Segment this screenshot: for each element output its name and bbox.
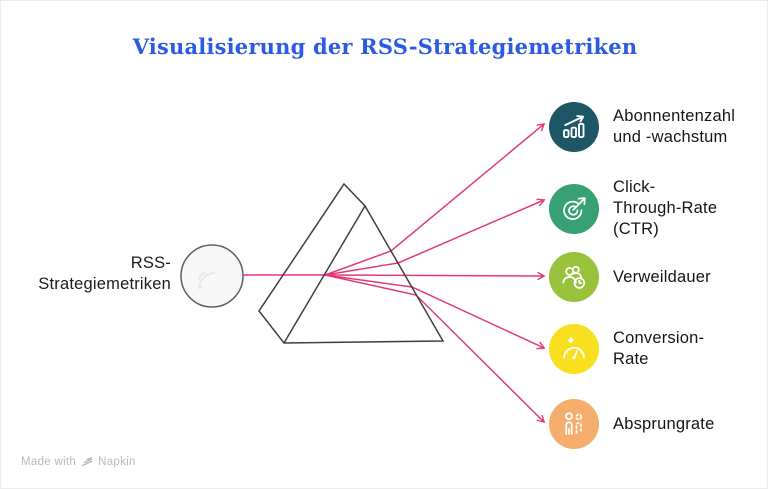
page-title: Visualisierung der RSS-Strategiemetriken — [132, 34, 638, 59]
napkin-logo-icon — [81, 456, 93, 467]
metric-label-line: Conversion- — [613, 329, 705, 347]
metric-label: Conversion- Rate — [613, 328, 704, 370]
ctr-circle — [549, 183, 599, 234]
subscribers-circle — [549, 102, 599, 152]
growth-chart-icon — [563, 115, 585, 138]
metric-label-line: Absprungrate — [613, 414, 715, 433]
metric-label-line: Click- — [613, 178, 656, 196]
made-with-text: Made with — [21, 456, 77, 468]
source-label-line: Strategiemetriken — [38, 275, 171, 293]
ray-to-conversion — [324, 274, 544, 348]
metric-item-subscribers: Abonnentenzahl und -wachstum — [549, 102, 735, 152]
source-label-line: RSS- — [130, 254, 171, 272]
metric-label-line: und -wachstum — [613, 128, 728, 146]
metric-label: Absprungrate — [613, 414, 714, 435]
metric-label: Click- Through-Rate (CTR) — [613, 177, 717, 240]
metric-item-ctr: Click- Through-Rate (CTR) — [549, 177, 717, 240]
metric-label-line: Through-Rate — [613, 199, 718, 217]
metric-item-bounce-rate: Absprungrate — [549, 399, 714, 449]
dwell-time-circle — [549, 252, 599, 302]
metric-label: Abonnentenzahl und -wachstum — [613, 106, 735, 148]
conversion-circle — [549, 324, 599, 374]
metric-label-line: Rate — [613, 350, 649, 368]
gauge-down-icon — [563, 336, 585, 360]
metric-label-line: Verweildauer — [613, 267, 711, 286]
click-target-icon — [563, 196, 586, 220]
metric-item-conversion: Conversion- Rate — [549, 324, 704, 374]
prism-outline — [258, 182, 445, 344]
metric-label-line: (CTR) — [613, 220, 659, 238]
prism-front-edge — [283, 205, 366, 344]
brand-text: Napkin — [98, 456, 136, 468]
prism-shape — [258, 182, 445, 344]
metric-item-dwell-time: Verweildauer — [549, 252, 711, 302]
users-clock-icon — [562, 265, 586, 289]
source-node-label: RSS- Strategiemetriken — [3, 253, 171, 295]
made-with-napkin-watermark: Made with Napkin — [21, 456, 136, 468]
person-leaving-icon — [565, 412, 583, 435]
metric-label: Verweildauer — [613, 267, 711, 288]
rss-watermark-icon — [198, 272, 216, 290]
metric-label-line: Abonnentenzahl — [613, 107, 736, 125]
source-node-circle — [181, 245, 243, 307]
bounce-rate-circle — [549, 399, 599, 449]
ray-to-dwell-time — [324, 275, 544, 276]
source-node-border — [180, 244, 244, 308]
spectrum-rays — [324, 124, 544, 422]
